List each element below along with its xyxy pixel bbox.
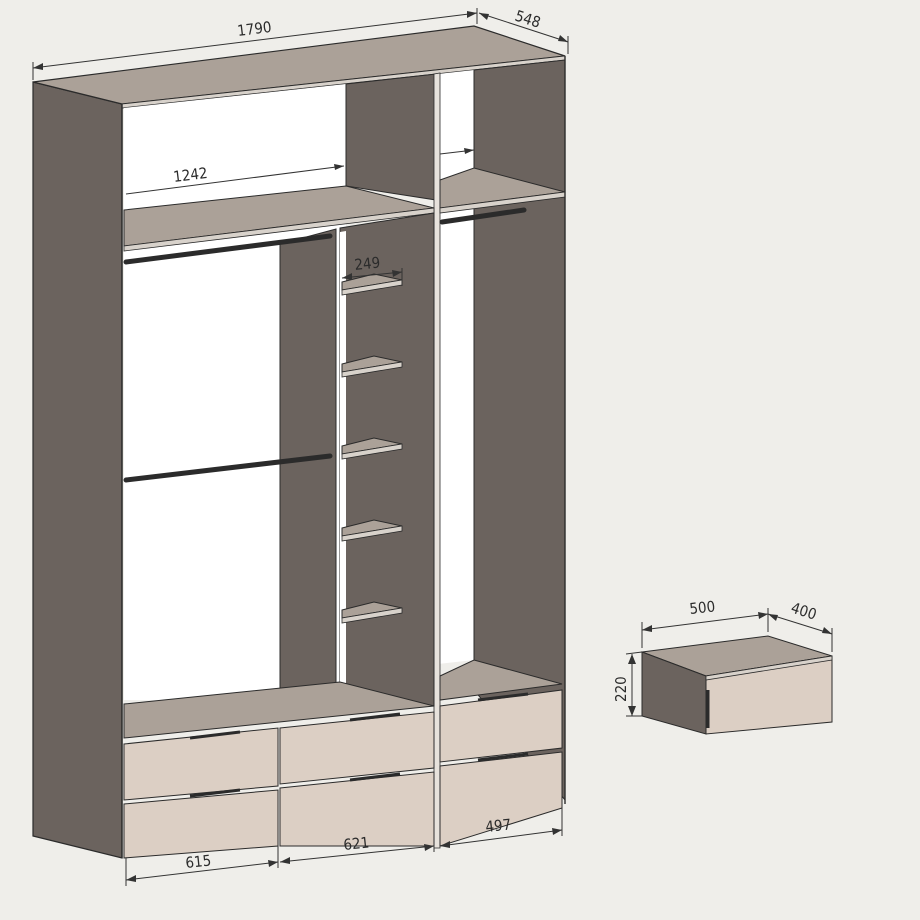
nightstand-dimension-lines xyxy=(625,608,833,717)
arrowhead xyxy=(342,273,352,280)
lower-rail-left xyxy=(123,453,333,483)
nightstand-depth-dim-line xyxy=(767,613,833,635)
upper-rail-left xyxy=(123,233,333,265)
drawer-left-bottom xyxy=(123,789,279,859)
depth-label: 548 xyxy=(513,7,543,32)
shelf-edge xyxy=(341,361,403,378)
bottom-dim-line-right xyxy=(439,829,563,847)
drawer-left-width-label: 615 xyxy=(185,851,213,872)
arrowhead xyxy=(479,13,489,20)
nightstand-arrowheads xyxy=(628,612,832,716)
inner-width-dim-line xyxy=(125,165,345,195)
nightstand-width-dim-line xyxy=(641,613,769,631)
inner-width-label: 1242 xyxy=(172,164,208,186)
arrowheads xyxy=(33,11,568,882)
bottom-dim-line-middle xyxy=(279,845,435,863)
wardrobe xyxy=(32,25,566,859)
upper-partition xyxy=(345,73,437,201)
drawer-handle xyxy=(477,692,529,702)
extension-line xyxy=(625,651,643,655)
arrowhead xyxy=(280,857,290,864)
shelf-depth-label: 249 xyxy=(354,253,382,274)
arrowhead xyxy=(628,654,636,664)
nightstand-depth-label: 400 xyxy=(789,599,819,624)
bottom-panel-right xyxy=(439,659,563,701)
depth-dim-line xyxy=(478,12,569,43)
overall-width-dim-line xyxy=(32,12,478,69)
shelf-group xyxy=(341,273,403,624)
arrowhead xyxy=(558,35,568,42)
nightstand-front-edge xyxy=(705,655,833,681)
shelf-edge xyxy=(341,607,403,624)
arrowhead xyxy=(464,148,474,154)
nightstand xyxy=(641,635,833,735)
arrowhead xyxy=(126,875,136,882)
nightstand-width-label: 500 xyxy=(689,597,717,618)
arrowhead xyxy=(758,612,768,619)
arrowhead xyxy=(628,706,636,716)
left-side-panel xyxy=(32,81,123,859)
drawer-handle xyxy=(477,752,529,762)
drawer-middle-top xyxy=(279,711,435,785)
drawer-handle xyxy=(349,712,401,722)
overall-width-label: 1790 xyxy=(236,18,272,40)
drawer-middle-width-label: 621 xyxy=(343,833,371,854)
section-divider xyxy=(433,72,441,849)
drawer-right-width-label: 497 xyxy=(485,815,513,836)
nightstand-height-label: 220 xyxy=(612,676,630,702)
arrowhead xyxy=(467,11,477,18)
interior-back-right xyxy=(438,70,474,664)
arrowhead xyxy=(334,164,344,170)
arrowhead xyxy=(268,860,278,867)
drawer-handle xyxy=(189,788,241,798)
drawer-left-top xyxy=(123,727,279,801)
arrowhead xyxy=(642,625,652,632)
shelf-column-light xyxy=(340,231,346,700)
arrowhead xyxy=(552,828,562,835)
shelf-edge xyxy=(341,443,403,460)
hanging-rails xyxy=(123,207,527,483)
arrowhead xyxy=(768,614,778,621)
arrowhead xyxy=(822,627,832,634)
drawer-handle xyxy=(349,772,401,782)
arrowhead xyxy=(392,270,402,277)
drawer-handle xyxy=(189,730,241,740)
bottom-panel-left xyxy=(123,681,435,739)
rail-right xyxy=(439,207,527,225)
arrowhead xyxy=(440,841,450,848)
shelf-edge xyxy=(341,525,403,542)
inner-partition xyxy=(279,228,337,699)
arrowhead xyxy=(424,844,434,851)
arrowhead xyxy=(33,63,43,70)
drawers xyxy=(123,689,563,859)
bottom-dim-line-left xyxy=(125,861,279,881)
